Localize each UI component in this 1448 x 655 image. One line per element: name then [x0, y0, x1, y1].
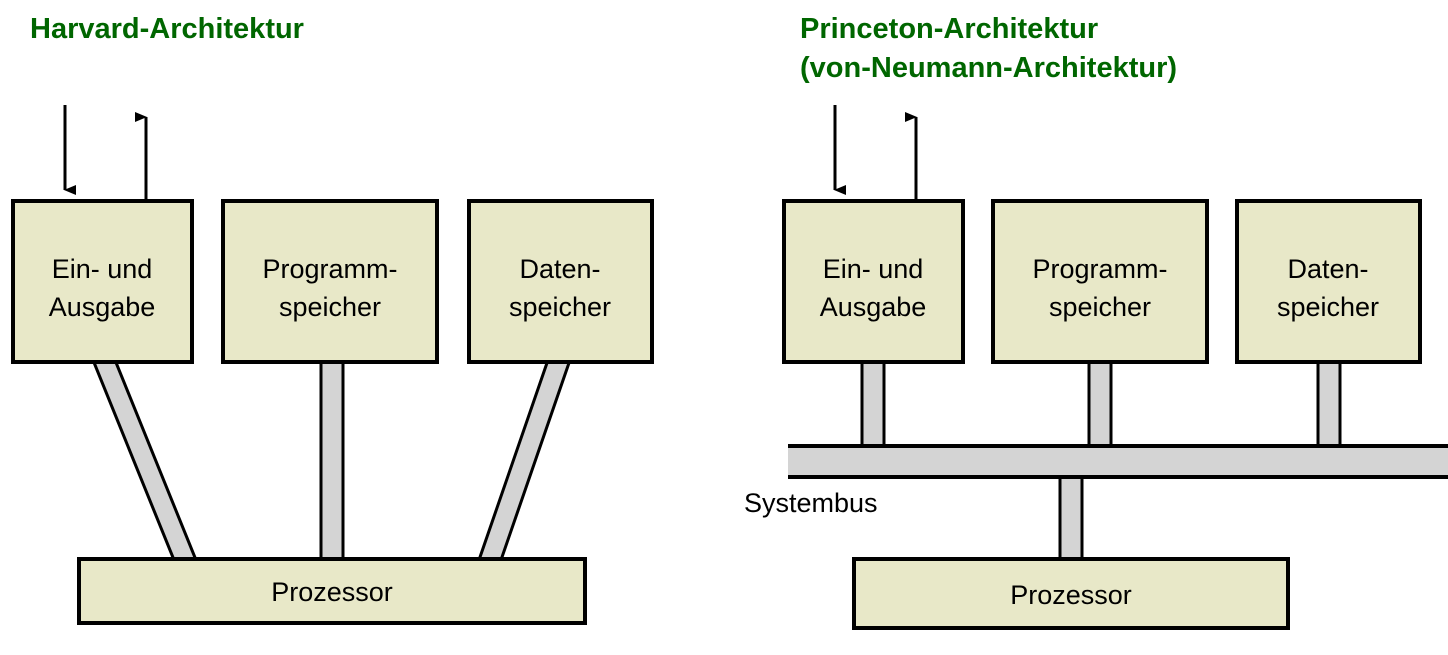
right-box-program-memory[interactable]: Programm- speicher — [991, 199, 1209, 364]
right-connector-program-bus — [1087, 358, 1113, 452]
left-box-io-line2: Ausgabe — [49, 292, 156, 322]
left-box-data-memory-line2: speicher — [509, 292, 611, 322]
right-connector-io-bus — [860, 358, 886, 452]
right-box-io-line1: Ein- und — [823, 254, 924, 284]
right-box-processor[interactable]: Prozessor — [852, 557, 1290, 630]
right-box-data-memory-line1: Daten- — [1287, 254, 1368, 284]
left-box-io[interactable]: Ein- und Ausgabe — [11, 199, 194, 364]
left-box-program-memory[interactable]: Programm- speicher — [221, 199, 439, 364]
left-processor-label: Prozessor — [271, 577, 393, 607]
right-system-bus[interactable] — [788, 444, 1448, 479]
right-diagram-title-line1: Princeton-Architektur — [800, 13, 1098, 45]
left-box-processor[interactable]: Prozessor — [77, 557, 587, 625]
right-box-data-memory-line2: speicher — [1277, 292, 1379, 322]
left-box-program-memory-line1: Programm- — [262, 254, 397, 284]
right-box-io-line2: Ausgabe — [820, 292, 927, 322]
right-processor-label: Prozessor — [1010, 580, 1132, 610]
right-box-program-memory-line2: speicher — [1049, 292, 1151, 322]
left-box-data-memory-line1: Daten- — [519, 254, 600, 284]
left-connector-data-processor — [476, 358, 573, 562]
right-connector-data-bus — [1316, 358, 1342, 452]
left-box-data-memory[interactable]: Daten- speicher — [467, 199, 654, 364]
left-diagram-group: Harvard-Architektur Ein- und — [11, 13, 654, 625]
right-box-program-memory-line1: Programm- — [1032, 254, 1167, 284]
left-connector-io-processor — [90, 358, 199, 562]
right-diagram-group: Princeton-Architektur (von-Neumann-Archi… — [744, 13, 1448, 630]
left-box-io-line1: Ein- und — [52, 254, 153, 284]
right-box-io[interactable]: Ein- und Ausgabe — [782, 199, 965, 364]
left-connector-program-processor — [319, 358, 345, 562]
left-box-program-memory-line2: speicher — [279, 292, 381, 322]
left-diagram-title: Harvard-Architektur — [30, 13, 304, 45]
right-box-data-memory[interactable]: Daten- speicher — [1235, 199, 1422, 364]
right-connector-bus-processor — [1058, 470, 1084, 564]
right-system-bus-label: Systembus — [744, 488, 878, 518]
right-diagram-title-line2: (von-Neumann-Architektur) — [800, 52, 1177, 84]
